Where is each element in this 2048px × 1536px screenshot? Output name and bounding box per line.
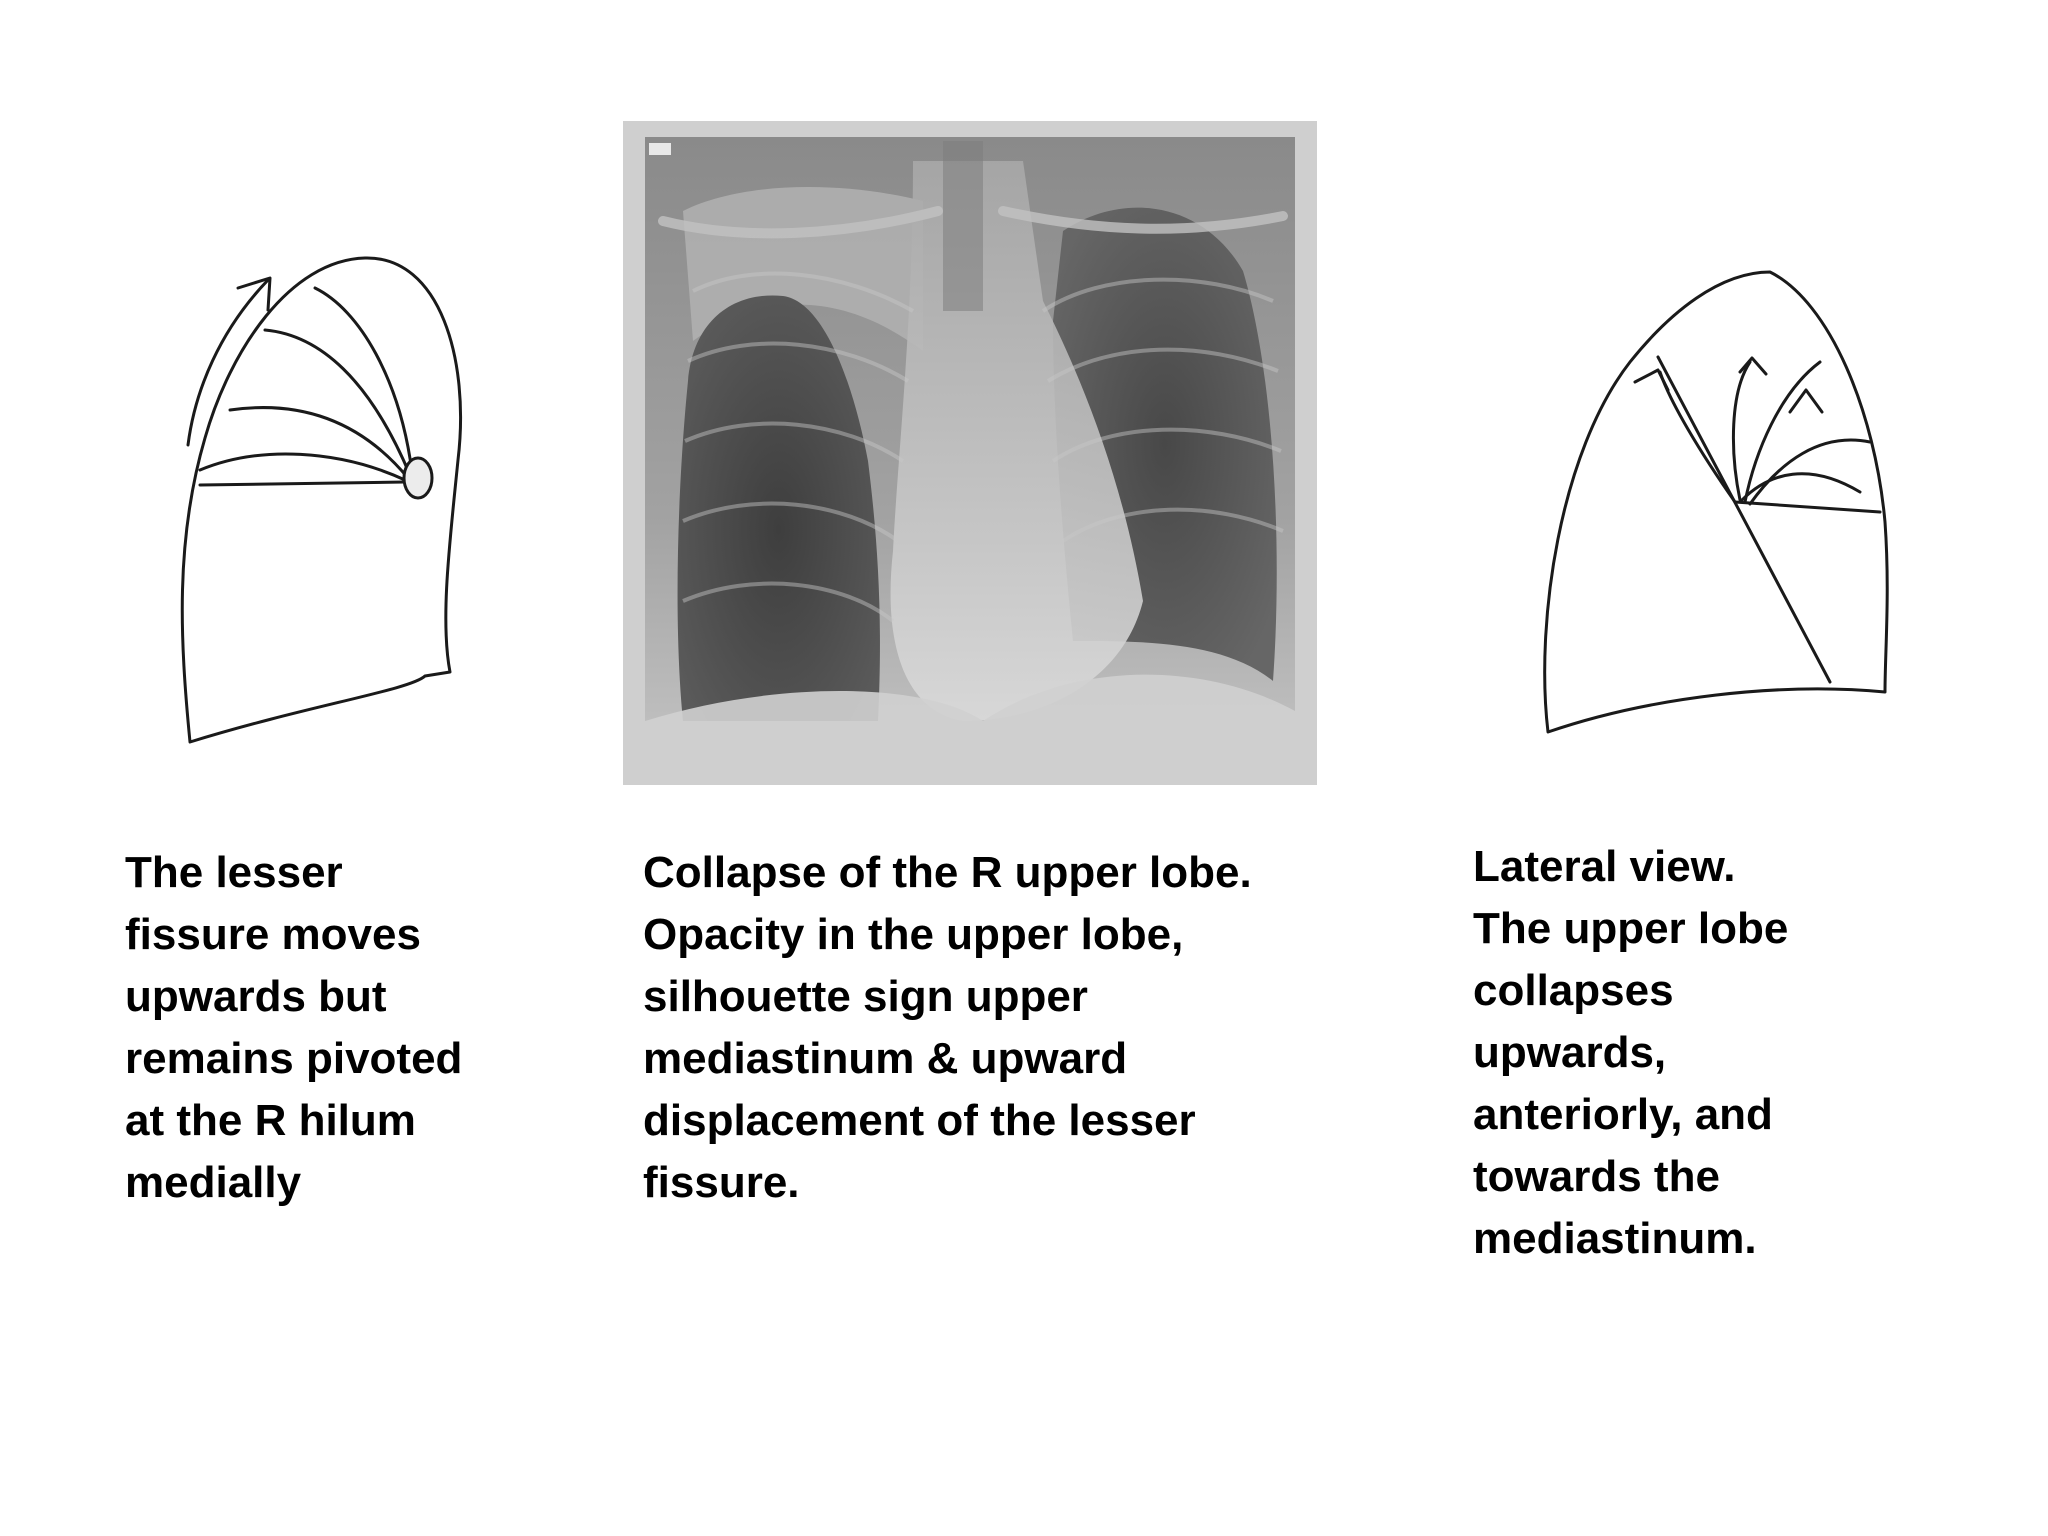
- right-lung-field: [677, 295, 880, 721]
- clavicle-right: [658, 206, 943, 239]
- oblique-fissure: [1656, 355, 1832, 684]
- lesser-fissure-line: [198, 480, 407, 487]
- clavicle-left: [998, 206, 1288, 234]
- arrow-head-3: [1633, 368, 1670, 392]
- upward-arrow-head: [236, 276, 272, 312]
- collapse-arc-5: [1740, 472, 1862, 502]
- trachea: [943, 141, 983, 311]
- caption-lateral-sketch: Lateral view. The upper lobe collapses u…: [1473, 842, 1789, 1263]
- arrow-head-2: [1788, 388, 1824, 414]
- collapse-arc-4: [1748, 438, 1872, 506]
- horizontal-fissure: [1733, 500, 1882, 514]
- frontal-lung-drawing: [180, 256, 462, 744]
- fissure-arc-2: [228, 406, 410, 480]
- chest-xray: [623, 121, 1317, 785]
- diaphragm: [645, 674, 1295, 767]
- film-marker: [649, 143, 671, 155]
- lateral-lung-outline: [1543, 270, 1889, 734]
- caption-xray: Collapse of the R upper lobe. Opacity in…: [643, 848, 1252, 1207]
- collapse-arc-3: [1743, 360, 1822, 504]
- frontal-lung-sketch: [160, 240, 500, 760]
- chest-xray-image: [623, 121, 1317, 785]
- fissure-arc-4: [313, 286, 414, 474]
- fissure-arc-1: [198, 452, 407, 482]
- lateral-lung-sketch: [1530, 262, 1910, 742]
- lung-outline: [180, 256, 462, 744]
- hilum: [402, 456, 434, 500]
- fissure-arc-3: [263, 328, 412, 477]
- arrow-head-1: [1738, 356, 1768, 376]
- lateral-lung-drawing: [1543, 270, 1889, 734]
- upward-arrow: [186, 278, 270, 447]
- caption-frontal-sketch: The lesser fissure moves upwards but rem…: [125, 848, 463, 1207]
- collapse-arc-2: [1731, 360, 1752, 502]
